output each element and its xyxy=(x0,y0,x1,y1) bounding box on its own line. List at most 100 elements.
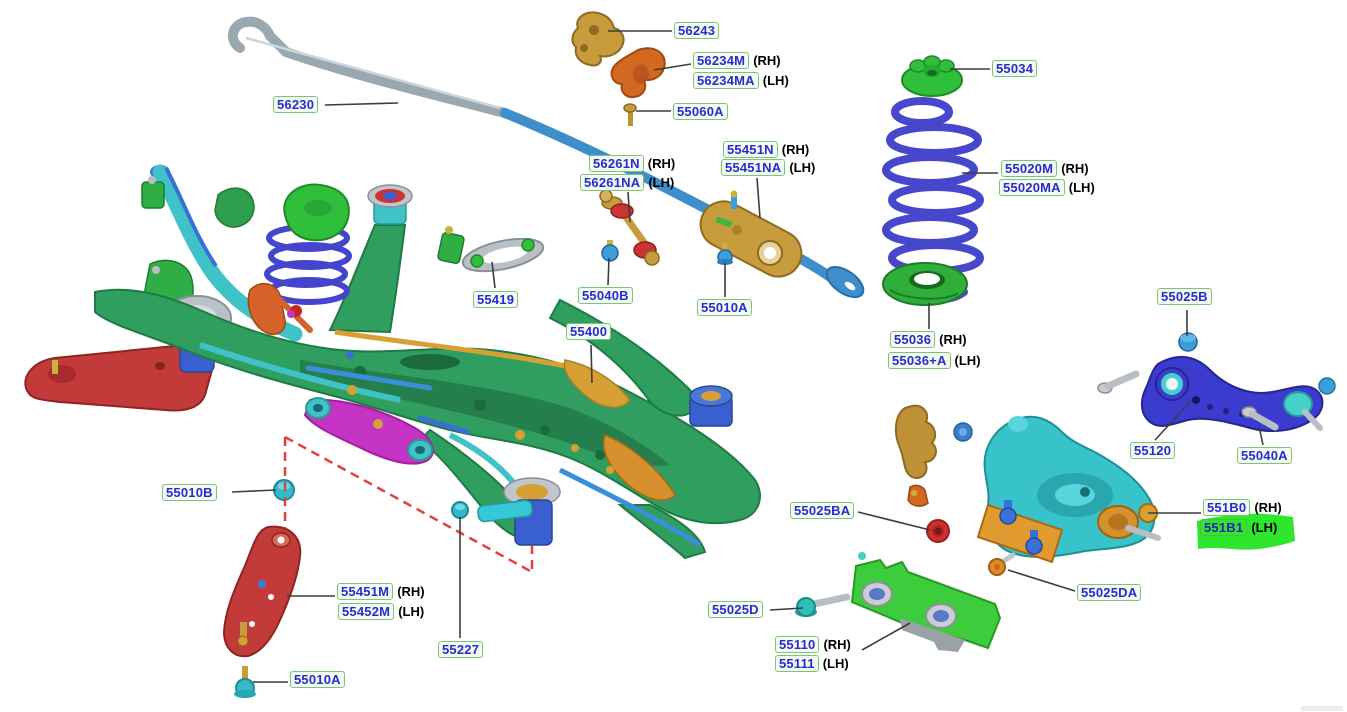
part-label-55040A: 55040A xyxy=(1237,447,1292,464)
part-label-551B1-highlighted: 551B1(LH) xyxy=(1200,519,1277,536)
nut-55025B xyxy=(1178,332,1198,352)
insulator-bracket-56243 xyxy=(571,11,625,67)
upper-control-arm-55120 xyxy=(1097,355,1336,433)
part-number-link[interactable]: 55025DA xyxy=(1077,584,1142,601)
part-label-55025D: 55025D xyxy=(708,601,763,618)
part-number-link[interactable]: 55020M xyxy=(1001,160,1058,177)
part-label-55452M: 55452M(LH) xyxy=(338,603,424,620)
part-number-link[interactable]: 55034 xyxy=(992,60,1038,77)
part-number-link[interactable]: 55452M xyxy=(338,603,395,620)
part-label-55010A-bottom: 55010A xyxy=(290,671,345,688)
part-label-55111: 55111(LH) xyxy=(775,655,849,672)
part-number-link[interactable]: 56234MA xyxy=(693,72,759,89)
side-indicator: (RH) xyxy=(781,142,810,157)
mount-bracket-55451M xyxy=(222,525,302,658)
bracket-plate-55451N xyxy=(699,190,803,278)
part-number-link[interactable]: 55419 xyxy=(473,291,519,308)
damper-plate-55419 xyxy=(461,237,545,273)
part-number-link[interactable]: 56234M xyxy=(693,52,750,69)
part-label-55020MA: 55020MA(LH) xyxy=(999,179,1095,196)
part-label-55020M: 55020M(RH) xyxy=(1001,160,1089,177)
part-label-55010A-mid: 55010A xyxy=(697,299,752,316)
bolt-55025D xyxy=(795,593,851,617)
part-label-56261NA: 56261NA(LH) xyxy=(580,174,674,191)
side-indicator: (LH) xyxy=(789,160,816,175)
part-label-55419: 55419 xyxy=(473,291,519,308)
side-indicator: (LH) xyxy=(1251,520,1278,535)
mount-bracket-55110 xyxy=(850,552,1002,652)
part-label-55036A: 55036+A(LH) xyxy=(888,352,981,369)
subframe-assembly-55400 xyxy=(24,164,761,560)
part-label-55025DA: 55025DA xyxy=(1077,584,1142,601)
part-number-link[interactable]: 55025D xyxy=(708,601,763,618)
part-number-link[interactable]: 55451M xyxy=(337,583,394,600)
part-number-link[interactable]: 55040A xyxy=(1237,447,1292,464)
side-indicator: (LH) xyxy=(822,656,849,671)
part-number-link[interactable]: 55025B xyxy=(1157,288,1212,305)
part-label-55034: 55034 xyxy=(992,60,1038,77)
part-number-link[interactable]: 55010A xyxy=(290,671,345,688)
side-indicator: (LH) xyxy=(648,175,675,190)
part-number-link[interactable]: 55227 xyxy=(438,641,484,658)
part-number-link[interactable]: 55040B xyxy=(578,287,633,304)
part-label-55025B: 55025B xyxy=(1157,288,1212,305)
bolt-55010A-bottom xyxy=(234,666,256,698)
corner-artifact xyxy=(1301,706,1343,711)
part-number-link[interactable]: 55060A xyxy=(673,103,728,120)
part-label-551B0: 551B0(RH) xyxy=(1203,499,1282,516)
alignment-dashed-guides xyxy=(283,435,534,574)
stabilizer-link-56261 xyxy=(599,189,660,266)
part-number-link[interactable]: 55110 xyxy=(775,636,820,653)
part-label-55036: 55036(RH) xyxy=(890,331,967,348)
leader-lines xyxy=(231,30,1264,683)
part-label-55400: 55400 xyxy=(566,323,612,340)
part-number-link[interactable]: 55010B xyxy=(162,484,217,501)
nut-55040B xyxy=(601,240,619,262)
side-indicator: (LH) xyxy=(1068,180,1095,195)
part-number-link[interactable]: 55400 xyxy=(566,323,612,340)
part-label-55120: 55120 xyxy=(1130,442,1176,459)
spring-cap-55034 xyxy=(901,55,963,97)
part-number-link[interactable]: 551B1 xyxy=(1200,519,1248,536)
small-hardware-cluster xyxy=(894,404,973,507)
part-label-55025BA: 55025BA xyxy=(790,502,855,519)
part-label-55060A: 55060A xyxy=(673,103,728,120)
side-indicator: (RH) xyxy=(823,637,851,652)
nut-55227 xyxy=(451,501,469,519)
part-number-link[interactable]: 55020MA xyxy=(999,179,1065,196)
part-number-link[interactable]: 55036+A xyxy=(888,352,951,369)
side-indicator: (RH) xyxy=(753,53,781,68)
lower-control-arm-551B0 xyxy=(976,415,1161,564)
stabilizer-clamp-56234 xyxy=(610,47,666,99)
part-number-link[interactable]: 55120 xyxy=(1130,442,1176,459)
bolt-55040A xyxy=(1241,406,1279,431)
spring-seat-55036 xyxy=(882,262,968,306)
part-label-55227: 55227 xyxy=(438,641,484,658)
side-indicator: (RH) xyxy=(647,156,676,171)
highlight-swash xyxy=(1197,513,1295,550)
part-number-link[interactable]: 56230 xyxy=(273,96,319,113)
part-label-56234MA: 56234MA(LH) xyxy=(693,72,789,89)
part-number-link[interactable]: 55451N xyxy=(723,141,778,158)
nut-55025BA xyxy=(926,519,950,543)
part-number-link[interactable]: 56261NA xyxy=(580,174,645,191)
side-indicator: (RH) xyxy=(397,584,425,599)
part-number-link[interactable]: 55451NA xyxy=(721,159,786,176)
part-number-link[interactable]: 56261N xyxy=(589,155,644,172)
side-indicator: (LH) xyxy=(954,353,981,368)
part-label-55451N: 55451N(RH) xyxy=(723,141,809,158)
part-number-link[interactable]: 551B0 xyxy=(1203,499,1251,516)
side-indicator: (RH) xyxy=(1061,161,1089,176)
part-number-link[interactable]: 55010A xyxy=(697,299,752,316)
part-label-56243: 56243 xyxy=(674,22,720,39)
part-number-link[interactable]: 55025BA xyxy=(790,502,855,519)
side-indicator: (RH) xyxy=(939,332,967,347)
part-label-56261N: 56261N(RH) xyxy=(589,155,675,172)
part-number-link[interactable]: 55111 xyxy=(775,655,819,672)
part-label-56234M: 56234M(RH) xyxy=(693,52,781,69)
part-number-link[interactable]: 55036 xyxy=(890,331,936,348)
part-number-link[interactable]: 56243 xyxy=(674,22,720,39)
side-indicator: (LH) xyxy=(398,604,425,619)
